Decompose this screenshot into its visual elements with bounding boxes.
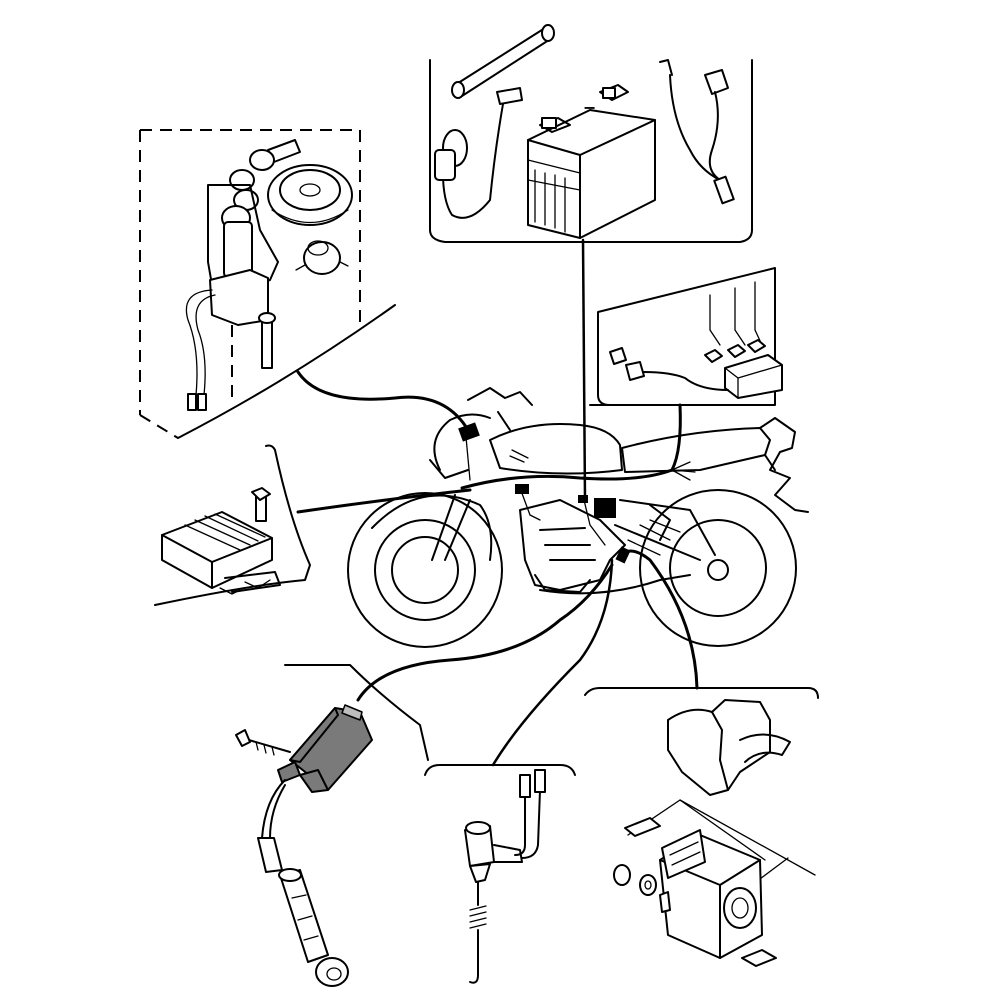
rectifier-regulator-icon bbox=[154, 444, 311, 606]
rear-brake-switch-icon bbox=[424, 764, 576, 984]
ignition-switch-icon bbox=[139, 129, 396, 439]
starter-relay-icon bbox=[584, 687, 819, 967]
negative-mark: − bbox=[583, 98, 596, 117]
motorcycle-frame-icon bbox=[347, 387, 809, 648]
wire-harness bbox=[296, 238, 699, 767]
fuse-box-icon bbox=[589, 267, 783, 406]
ignition-coil-icon bbox=[235, 664, 429, 987]
battery-icon: + − bbox=[429, 24, 753, 243]
